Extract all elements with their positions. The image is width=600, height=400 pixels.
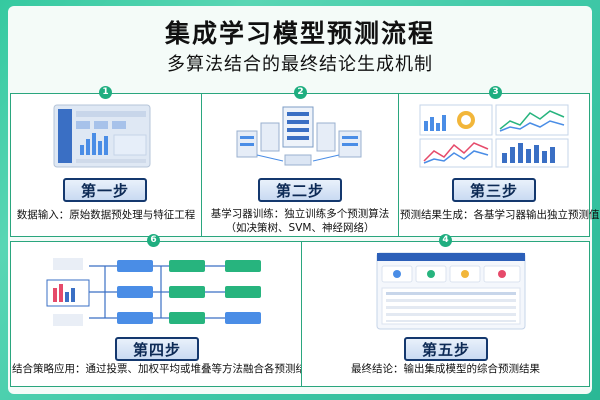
- step-2-button[interactable]: 第二步: [258, 178, 342, 202]
- step-1-description: 数据输入：原始数据预处理与特征工程: [16, 209, 196, 221]
- step-2-description-line2: （如决策树、SVM、神经网络）: [225, 222, 375, 234]
- step-3-number-badge: 3: [489, 86, 502, 99]
- prediction-charts-icon: [419, 104, 569, 168]
- page-subtitle: 多算法结合的最终结论生成机制: [167, 54, 433, 75]
- step-5-description: 最终结论：输出集成模型的综合预测结果: [351, 363, 540, 375]
- server-network-icon: [236, 106, 362, 166]
- step-5-button[interactable]: 第五步: [404, 337, 488, 361]
- step-4-button[interactable]: 第四步: [115, 337, 199, 361]
- step-4-description: 结合策略应用：通过投票、加权平均或堆叠等方法融合各预测结果: [12, 363, 317, 375]
- result-dashboard-icon: [376, 252, 526, 330]
- step-2-description-line1: 基学习器训练：独立训练多个预测算法: [210, 208, 390, 220]
- step-1-number-badge: 1: [99, 86, 112, 99]
- ensemble-flow-diagram-icon: [46, 258, 261, 326]
- dashboard-monitor-icon: [53, 104, 151, 168]
- step-4-number-badge: 6: [147, 234, 160, 247]
- step-5-number-badge: 4: [439, 234, 452, 247]
- step-2-number-badge: 2: [294, 86, 307, 99]
- page-title: 集成学习模型预测流程: [164, 19, 435, 48]
- step-3-button[interactable]: 第三步: [452, 178, 536, 202]
- step-1-button[interactable]: 第一步: [63, 178, 147, 202]
- step-3-description: 预测结果生成：各基学习器输出独立预测值: [400, 209, 600, 221]
